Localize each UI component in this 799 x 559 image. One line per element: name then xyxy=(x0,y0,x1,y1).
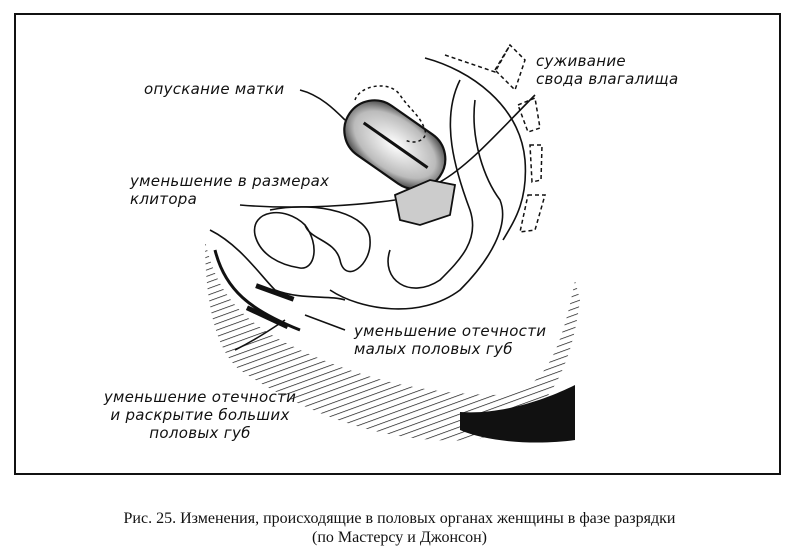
label-labia-minora-line2: малых половых губ xyxy=(354,340,513,358)
label-labia-majora-line3: половых губ xyxy=(149,424,251,442)
label-clitoris-line2: клитора xyxy=(130,190,198,208)
caption-line2: (по Мастерсу и Джонсон) xyxy=(312,529,487,546)
figure-frame xyxy=(14,13,781,475)
figure-caption: Рис. 25. Изменения, происходящие в полов… xyxy=(0,509,799,547)
leader-labia-majora xyxy=(234,319,286,351)
label-vault-line2: свода влагалища xyxy=(536,70,679,88)
label-labia-majora-line1: уменьшение отечности xyxy=(103,388,297,406)
uterus xyxy=(343,99,447,191)
leader-uterus xyxy=(299,89,346,121)
label-clitoris-line1: уменьшение в размерах xyxy=(130,172,330,190)
label-vault-line1: суживание xyxy=(536,52,626,70)
leader-clitoris xyxy=(239,199,396,208)
leader-labia-minora xyxy=(304,314,346,331)
label-labia-minora-line1: уменьшение отечности xyxy=(354,322,547,340)
vertebrae xyxy=(444,43,546,233)
leader-vault xyxy=(439,94,536,183)
label-uterus-descent: опускание матки xyxy=(144,80,285,98)
caption-line1: Рис. 25. Изменения, происходящие в полов… xyxy=(123,510,676,527)
label-labia-majora-line2: и раскрытие больших xyxy=(110,406,290,424)
